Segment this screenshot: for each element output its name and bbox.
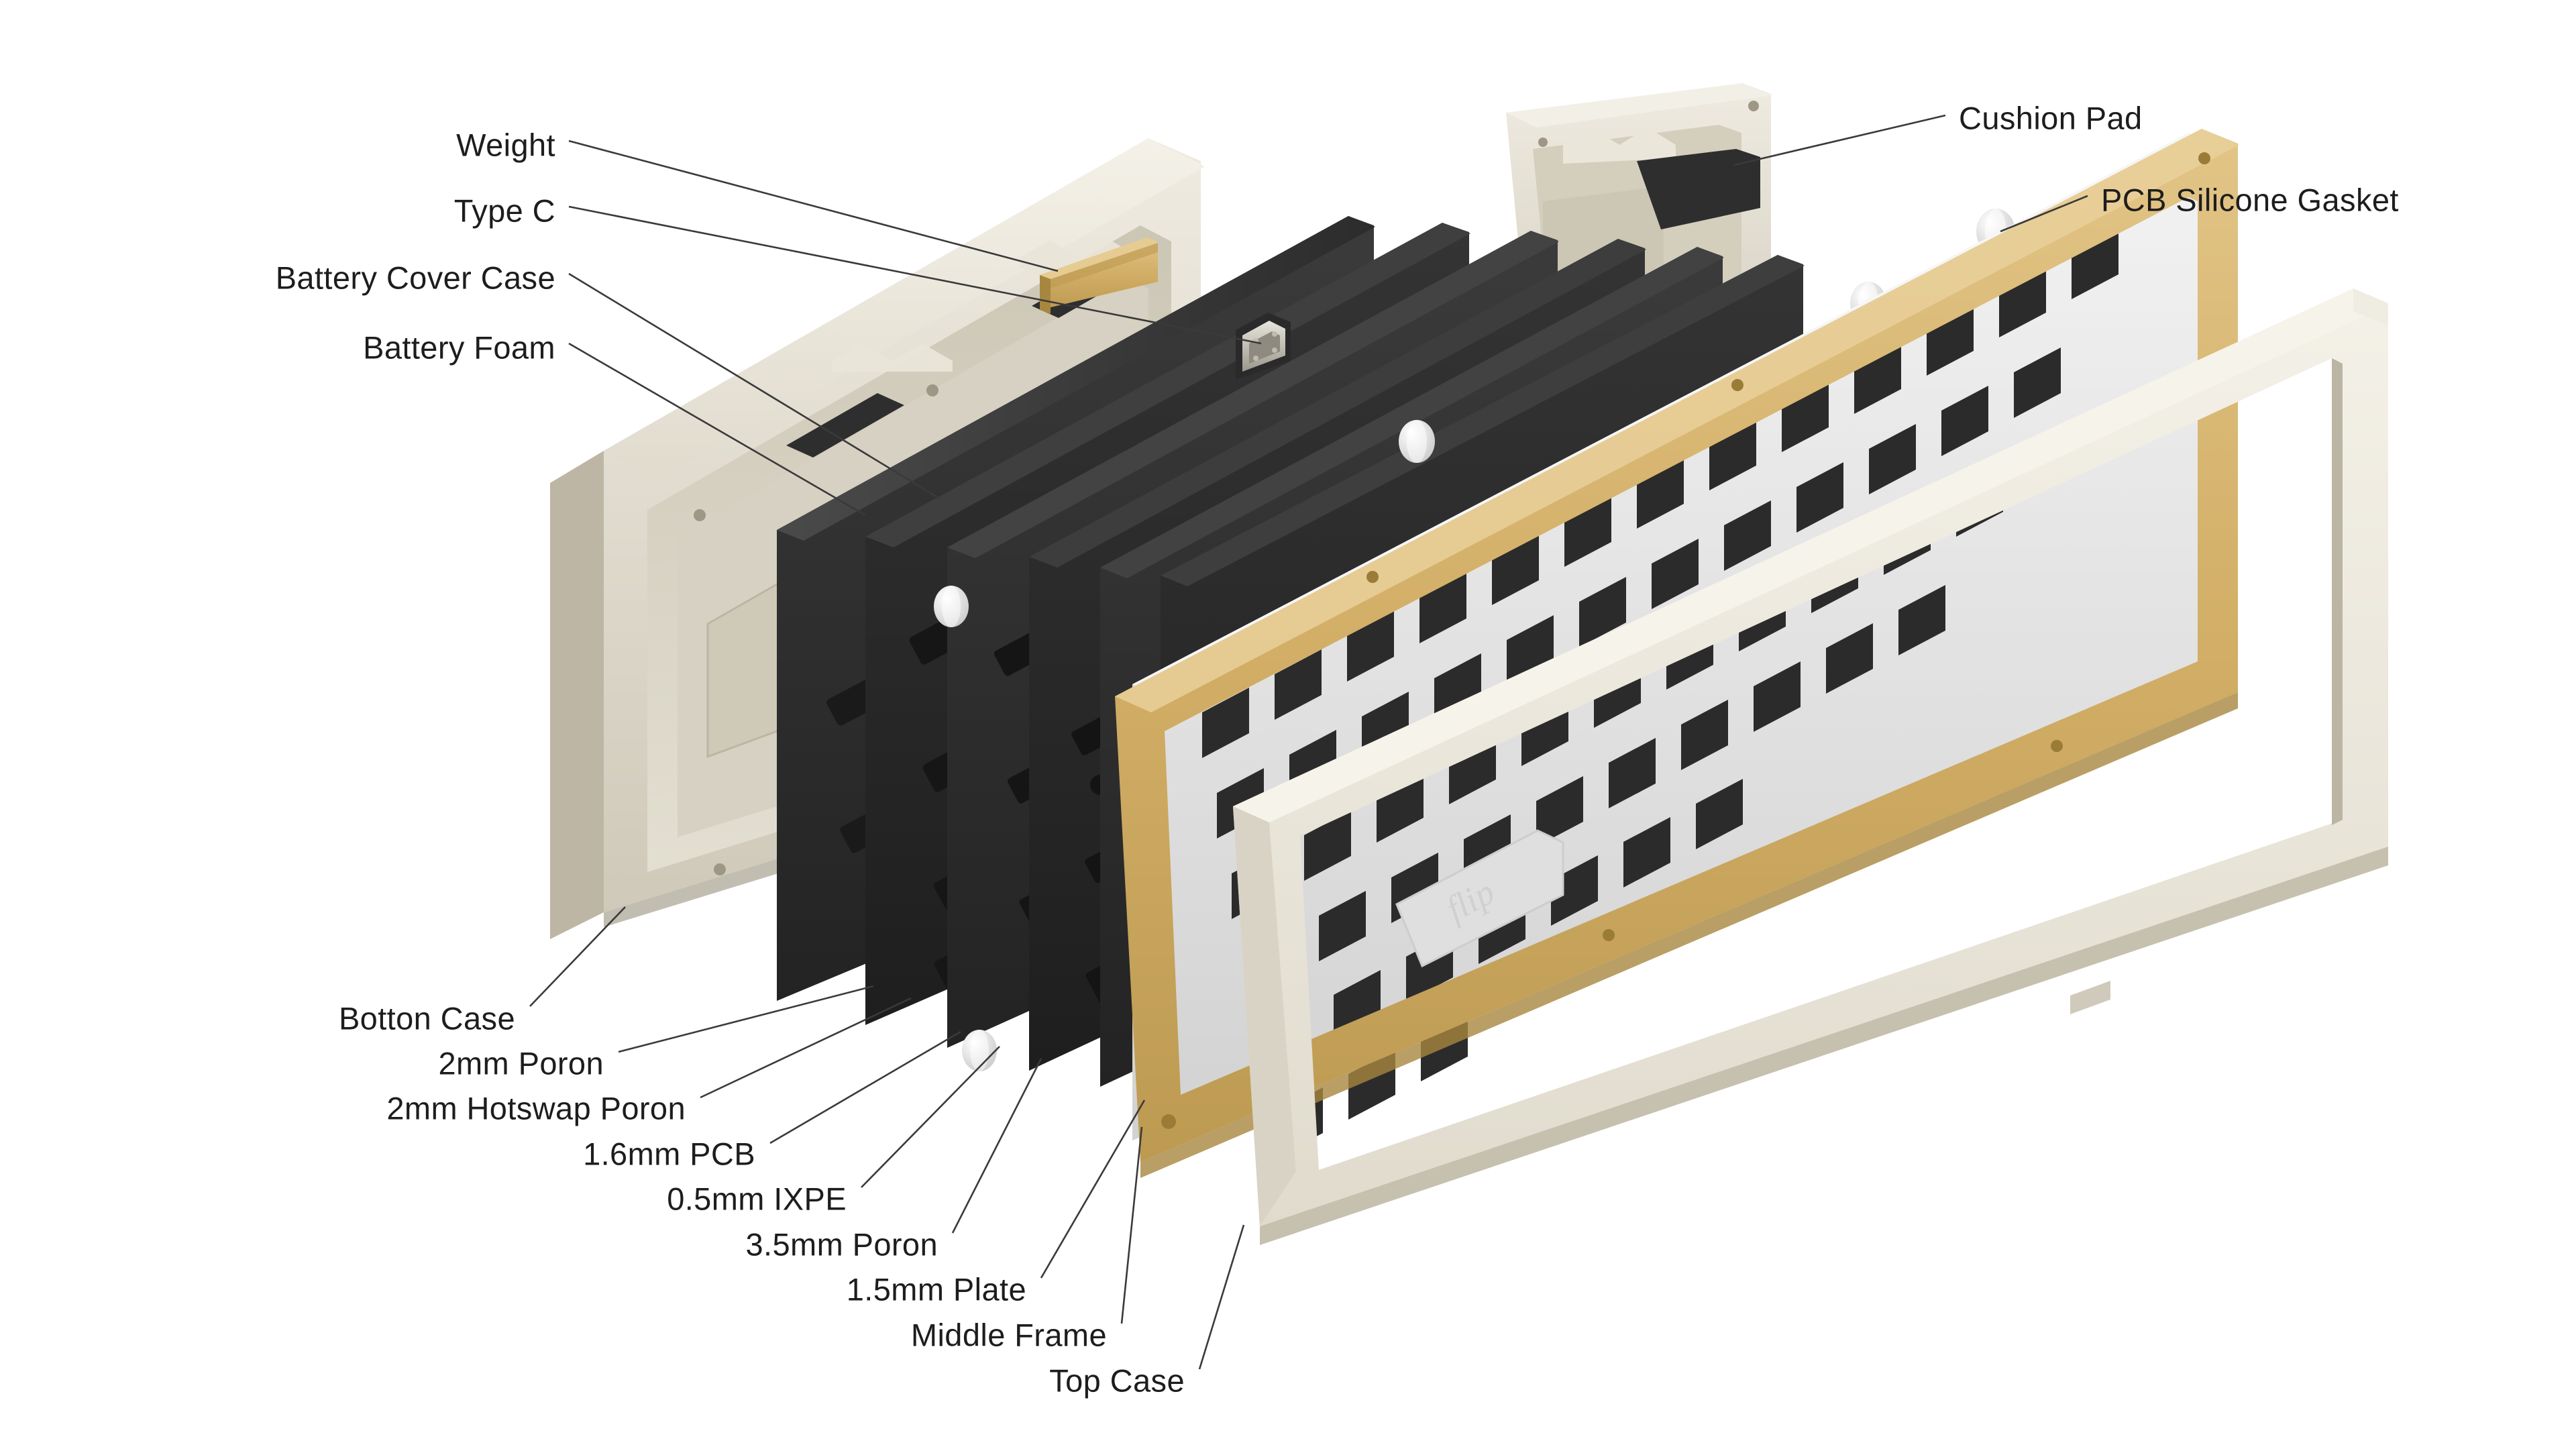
leader-line-0.5mm-ixpe: [861, 1046, 1000, 1188]
label-middle-frame: Middle Frame: [910, 1317, 1107, 1353]
label-top-case: Top Case: [1049, 1362, 1185, 1399]
leader-line-weight: [568, 140, 1059, 272]
leader-line-pcb-silicone-gasket: [2000, 195, 2088, 233]
leader-line-1.6mm-pcb: [769, 1030, 961, 1144]
label-battery-foam: Battery Foam: [363, 329, 555, 366]
label-cushion-pad: Cushion Pad: [1959, 100, 2143, 136]
leader-lines: [529, 114, 2088, 1370]
leader-line-type-c: [568, 205, 1262, 345]
label-botton-case: Botton Case: [338, 1000, 515, 1036]
component-weight: [1040, 237, 1159, 314]
leader-line-botton-case: [529, 906, 626, 1007]
label-2mm-poron: 2mm Poron: [438, 1045, 604, 1081]
plate-logo: flip: [1395, 829, 1564, 968]
leader-line-battery-foam: [568, 342, 866, 517]
leader-line-3.5mm-poron: [951, 1058, 1042, 1234]
component-pcb-silicone-gasket: [934, 209, 2015, 1071]
leader-line-middle-frame: [1120, 1126, 1143, 1324]
label-weight: Weight: [456, 127, 555, 163]
label-3.5mm-poron: 3.5mm Poron: [745, 1226, 938, 1263]
label-battery-cover-case: Battery Cover Case: [275, 260, 555, 296]
leader-line-1.5mm-plate: [1040, 1099, 1146, 1279]
leader-line-2mm-poron: [618, 985, 874, 1053]
leader-line-battery-cover-case: [568, 272, 941, 500]
label-type-c: Type C: [453, 193, 555, 229]
leader-line-cushion-pad: [1733, 114, 1946, 166]
leader-line-top-case: [1198, 1224, 1245, 1370]
component-type-c: [1236, 313, 1291, 380]
label-1.5mm-plate: 1.5mm Plate: [846, 1271, 1026, 1307]
component-top-case: [1233, 288, 2390, 1245]
label-1.6mm-pcb: 1.6mm PCB: [583, 1136, 755, 1172]
label-pcb-silicone-gasket: PCB Silicone Gasket: [2101, 182, 2399, 218]
label-0.5mm-ixpe: 0.5mm IXPE: [667, 1181, 847, 1217]
label-2mm-hotswap-poron: 2mm Hotswap Poron: [386, 1090, 686, 1126]
leader-line-2mm-hotswap-poron: [700, 997, 912, 1099]
